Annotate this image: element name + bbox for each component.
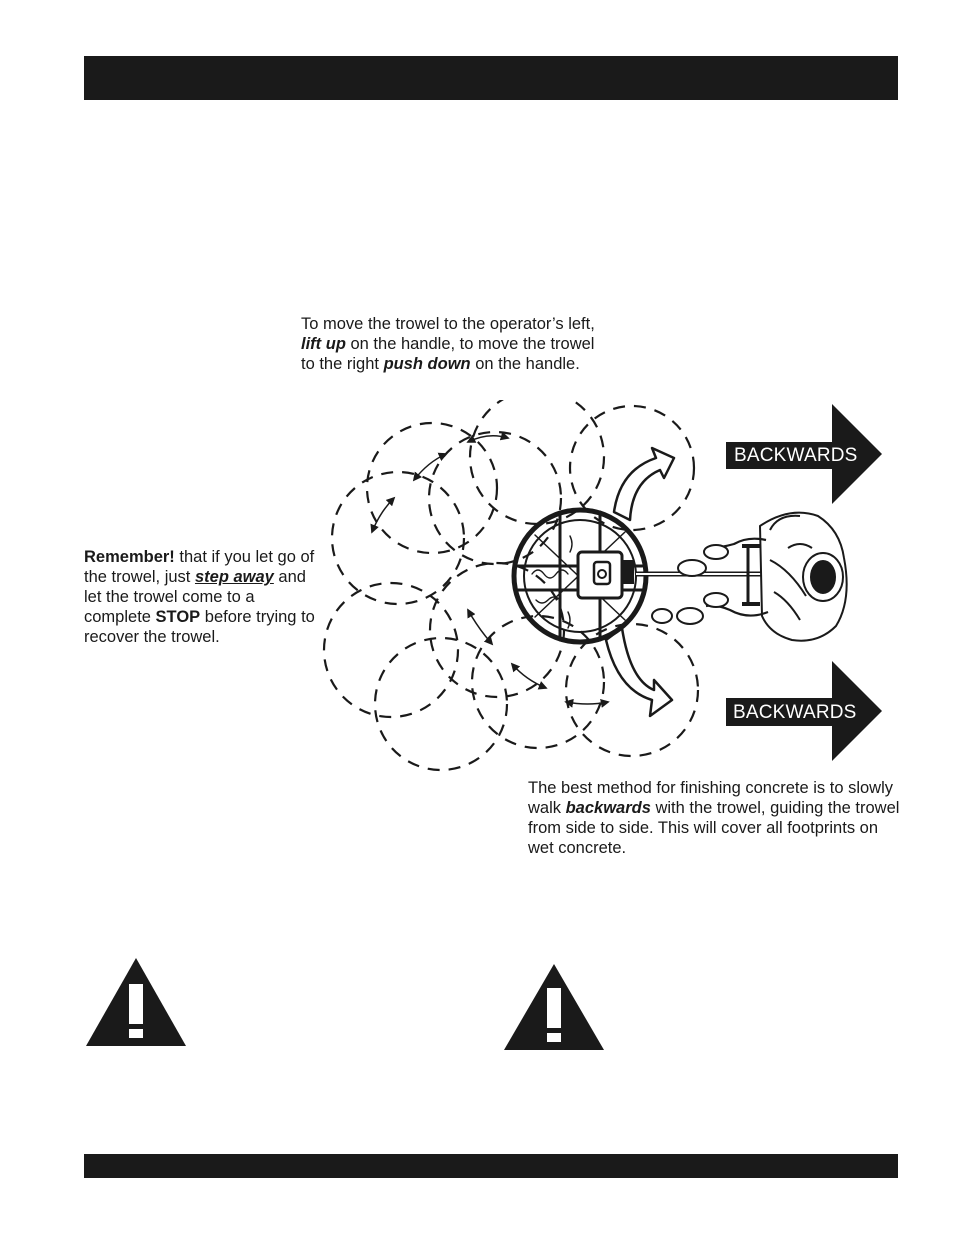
- path-circle: [427, 430, 563, 566]
- curved-swing-arrow-top: [612, 446, 676, 522]
- right-arrow-icon: [726, 404, 882, 504]
- trowel-handle: [636, 544, 770, 606]
- operator-hand: [703, 544, 729, 560]
- stop-emphasis: STOP: [155, 608, 201, 626]
- path-circle: [564, 622, 700, 758]
- header-bar: [84, 56, 898, 100]
- backwards-emphasis: backwards: [565, 799, 651, 817]
- dashed-path-circles: [322, 400, 700, 772]
- right-arrow-icon: [726, 661, 882, 761]
- warning-right: [502, 962, 606, 1057]
- trowel-movement-diagram: [322, 400, 848, 772]
- warning-left: [84, 956, 188, 1053]
- trowel-engine: [576, 550, 624, 600]
- operator-foot: [677, 559, 707, 577]
- operator-foot: [651, 608, 673, 624]
- footer-bar: [84, 1154, 898, 1178]
- backwards-label-bottom: BACKWARDS: [733, 702, 857, 723]
- push-down-emphasis: push down: [383, 355, 471, 373]
- remember-emphasis: Remember!: [84, 548, 175, 566]
- instruction-remember: Remember! that if you let go of the trow…: [84, 548, 315, 646]
- trowel-machine: [511, 507, 649, 645]
- path-circle: [365, 421, 499, 555]
- operator-hand: [703, 592, 729, 608]
- instruction-best-method: The best method for finishing concrete i…: [528, 779, 900, 857]
- backwards-label-top: BACKWARDS: [734, 445, 858, 466]
- path-circle: [322, 581, 460, 719]
- warning-triangle-icon: [86, 958, 186, 1046]
- path-circle: [330, 470, 466, 606]
- curved-swing-arrow-bottom: [604, 626, 674, 718]
- small-direction-arrows: [370, 431, 610, 708]
- lift-up-emphasis: lift up: [301, 335, 346, 353]
- step-away-emphasis: step away: [194, 568, 274, 586]
- warning-triangle-icon: [504, 964, 604, 1050]
- instruction-lift-push: To move the trowel to the operator’s lef…: [301, 315, 595, 373]
- backwards-arrow-top: BACKWARDS: [726, 404, 882, 504]
- operator-foot: [676, 607, 704, 625]
- backwards-arrow-bottom: BACKWARDS: [726, 661, 882, 761]
- path-circle: [373, 636, 509, 772]
- path-circle: [470, 614, 606, 750]
- path-circle: [568, 404, 696, 532]
- operator-figure: [651, 511, 848, 642]
